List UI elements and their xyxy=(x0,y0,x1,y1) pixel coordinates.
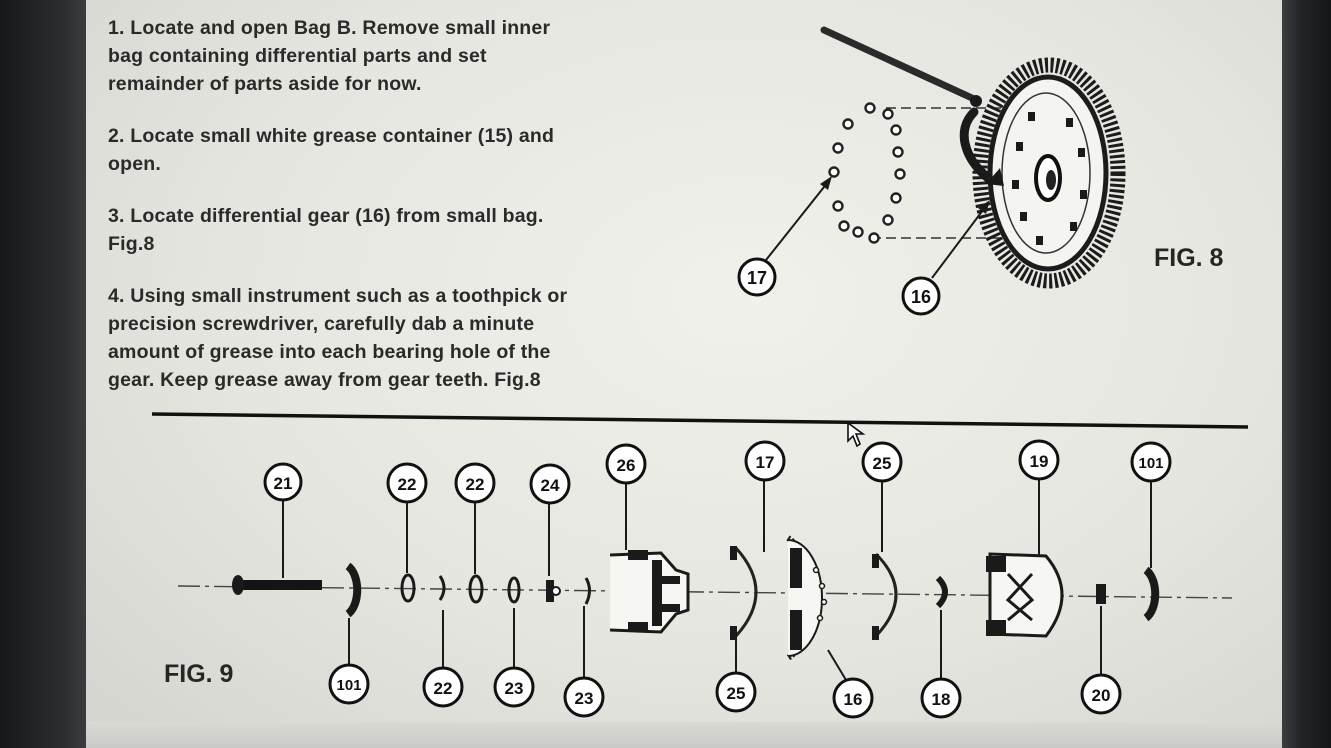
fig8-label: FIG. 8 xyxy=(1154,244,1224,272)
monitor-bezel-left xyxy=(0,0,86,748)
callout-20: 20 xyxy=(1092,686,1111,705)
mouse-cursor xyxy=(847,421,866,448)
bearing-holes xyxy=(828,102,906,244)
fig8-callout-17-label: 17 xyxy=(747,268,767,288)
bottom-leader-lines xyxy=(348,606,1102,681)
small-washers xyxy=(400,573,521,604)
bottom-callout-circles xyxy=(328,663,1122,719)
part-20 xyxy=(1096,584,1106,604)
toothpick-tool xyxy=(820,26,976,102)
top-leader-lines xyxy=(282,480,1152,578)
callout-18: 18 xyxy=(932,690,951,709)
manual-page: 1. Locate and open Bag B. Remove small i… xyxy=(86,0,1282,748)
fig8-callout-17 xyxy=(737,257,777,297)
part-16-gear xyxy=(786,535,828,661)
callout-22-b: 22 xyxy=(466,475,485,494)
step-4: 4. Using small instrument such as a toot… xyxy=(108,285,568,391)
instruction-steps: 1. Locate and open Bag B. Remove small i… xyxy=(108,14,668,394)
callout-24: 24 xyxy=(541,476,560,495)
part-screw-21 xyxy=(232,575,322,595)
fig8-callout-16 xyxy=(901,276,941,316)
part-24 xyxy=(546,580,561,602)
callout-23-b: 23 xyxy=(575,689,594,708)
fig9-label: FIG. 9 xyxy=(164,660,233,688)
callout-25-bottom: 25 xyxy=(727,684,746,703)
callout-17: 17 xyxy=(756,453,775,472)
fig8-callout-16-label: 16 xyxy=(911,287,931,307)
callout-101-top: 101 xyxy=(1138,455,1163,472)
callout-26: 26 xyxy=(617,456,636,475)
callout-21: 21 xyxy=(274,474,293,493)
section-divider xyxy=(151,412,1249,429)
figures-canvas: 17 16 FIG. 8 xyxy=(151,26,1249,719)
step-2: 2. Locate small white grease container (… xyxy=(108,125,555,175)
axis-centerline xyxy=(177,585,1233,599)
callout-23-a: 23 xyxy=(505,679,524,698)
callout-25-top: 25 xyxy=(873,454,892,473)
top-callout-circles xyxy=(263,439,1172,505)
fig8-diagram: 17 16 FIG. 8 xyxy=(737,26,1224,316)
part-23-right xyxy=(584,577,591,605)
fig9-diagram: 21 22 22 24 26 17 25 19 101 xyxy=(164,439,1233,719)
part-101-left xyxy=(345,562,362,618)
step-3: 3. Locate differential gear (16) from sm… xyxy=(108,205,544,255)
part-25-right xyxy=(874,552,898,638)
part-101-right xyxy=(1143,566,1160,622)
part-19-housing xyxy=(986,552,1064,638)
part-25-left xyxy=(734,546,758,638)
part-26-outdrive xyxy=(609,550,690,634)
part-18 xyxy=(935,575,948,609)
tool-tip xyxy=(970,95,982,107)
callout-22-a: 22 xyxy=(398,475,417,494)
callout-101-bottom: 101 xyxy=(336,677,361,694)
step-1: 1. Locate and open Bag B. Remove small i… xyxy=(108,17,551,95)
next-page-edge xyxy=(86,722,1282,748)
differential-gear-fig8 xyxy=(959,57,1126,289)
monitor-bezel-right xyxy=(1281,0,1331,748)
callout-19: 19 xyxy=(1030,452,1049,471)
callout-16: 16 xyxy=(844,690,863,709)
callout-22-bottom: 22 xyxy=(434,679,453,698)
